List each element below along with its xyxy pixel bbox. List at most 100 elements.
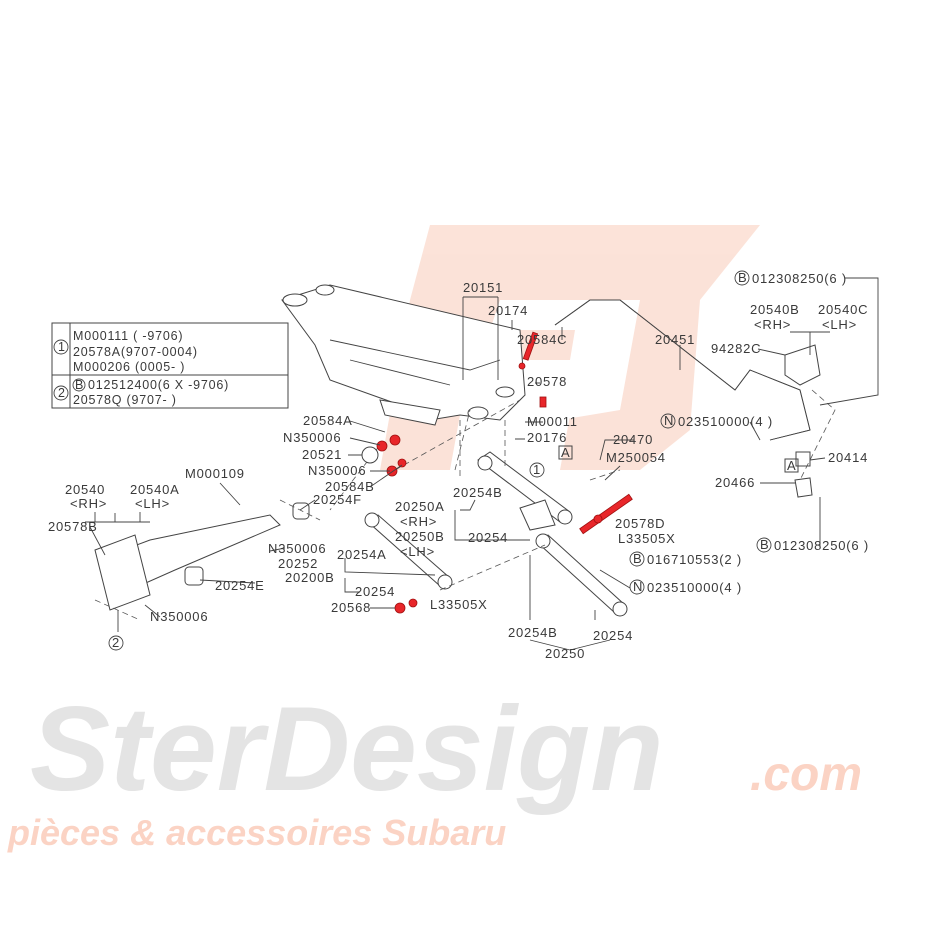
legend-line: M000206 (0005- ): [73, 360, 185, 374]
label-20254B: 20254B: [453, 485, 503, 500]
label-lh: <LH>: [135, 496, 170, 511]
b-marker: B: [760, 537, 769, 552]
label-20254: 20254: [355, 584, 395, 599]
label-M250054: M250054: [606, 450, 666, 465]
label-20540B: 20540B: [750, 302, 800, 317]
label-20540A: 20540A: [130, 482, 180, 497]
n-circle-icon: [629, 579, 645, 595]
label-L33505X: L33505X: [430, 597, 488, 612]
label-20252: 20252: [278, 556, 318, 571]
ref-2-icon: [53, 385, 69, 401]
label-20200B: 20200B: [285, 570, 335, 585]
washer-L33505X: [593, 514, 603, 524]
legend-prefix: B: [75, 378, 84, 392]
legend-line: 012512400(6 X -9706): [88, 378, 229, 392]
label-rh: <RH>: [70, 496, 107, 511]
label-20578D: 20578D: [615, 516, 665, 531]
b-circle-icon: [756, 537, 772, 553]
washer-20584C: [518, 362, 526, 370]
label-20466: 20466: [715, 475, 755, 490]
label-20250B: 20250B: [395, 529, 445, 544]
label-N350006: N350006: [150, 609, 208, 624]
box-a-left: A: [561, 445, 570, 460]
label-20254F: 20254F: [313, 492, 362, 507]
ref-1-label: 1: [533, 462, 541, 477]
label-20151: 20151: [463, 280, 503, 295]
box-a-right: A: [787, 458, 796, 473]
label-20254E: 20254E: [215, 578, 265, 593]
b-circle-icon: [629, 551, 645, 567]
b-marker: B: [633, 551, 642, 566]
label-N350006: N350006: [283, 430, 341, 445]
label-20254A: 20254A: [337, 547, 387, 562]
lateral-links: [364, 451, 628, 617]
label-L33505X: L33505X: [618, 531, 676, 546]
washer-20584B: [397, 458, 407, 468]
label-20254B: 20254B: [508, 625, 558, 640]
watermark-logo: [380, 225, 760, 470]
stabilizer-bracket: [784, 344, 836, 498]
label-94282C: 94282C: [711, 341, 761, 356]
b-marker: B: [738, 270, 747, 285]
label-20254: 20254: [468, 530, 508, 545]
legend-line: 20578Q (9707- ): [73, 393, 177, 407]
crossmember: [281, 284, 526, 426]
bolt-20578D: [579, 493, 633, 535]
label-20578B: 20578B: [48, 519, 98, 534]
label-20250: 20250: [545, 646, 585, 661]
legend-table: 1 M000111 ( -9706) 20578A(9707-0004) M00…: [51, 322, 289, 409]
label-20414: 20414: [828, 450, 868, 465]
label-N350006: N350006: [268, 541, 326, 556]
washer-20584A: [389, 434, 401, 446]
label-20584C: 20584C: [517, 332, 567, 347]
label-20568: 20568: [331, 600, 371, 615]
label-bolt-016710553: 016710553(2 ): [647, 552, 742, 567]
nut-N350006: [376, 440, 388, 452]
legend-marker-2: 2: [58, 386, 66, 400]
legend-line: M000111 ( -9706): [73, 329, 183, 343]
label-20578: 20578: [527, 374, 567, 389]
label-20470: 20470: [613, 432, 653, 447]
label-nut-023510000-bottom: 023510000(4 ): [647, 580, 742, 595]
label-20176: 20176: [527, 430, 567, 445]
label-bolt-012308250-bottom: 012308250(6 ): [774, 538, 869, 553]
n-circle-icon: [660, 413, 676, 429]
ref-2-label: 2: [112, 635, 120, 650]
nut-20568: [394, 602, 406, 614]
label-20521: 20521: [302, 447, 342, 462]
part-labels: 20151 20174 20584C 20578 M00011 20176 20…: [48, 270, 869, 661]
label-rh: <RH>: [400, 514, 437, 529]
n-marker: N: [633, 579, 643, 594]
label-20250A: 20250A: [395, 499, 445, 514]
label-nut-023510000-top: 023510000(4 ): [678, 414, 773, 429]
label-20540C: 20540C: [818, 302, 868, 317]
b-circle-icon: [734, 270, 750, 286]
label-20254: 20254: [593, 628, 633, 643]
ref-2-icon: [108, 635, 124, 651]
legend-marker-1: 1: [58, 340, 66, 354]
label-N350006: N350006: [308, 463, 366, 478]
highlighted-parts: [376, 331, 633, 614]
bushing-20521: [361, 446, 379, 464]
label-20451: 20451: [655, 332, 695, 347]
label-20174: 20174: [488, 303, 528, 318]
b-circle-icon: [72, 378, 86, 392]
label-lh: <LH>: [400, 544, 435, 559]
label-20540: 20540: [65, 482, 105, 497]
ref-1-icon: [529, 462, 545, 478]
label-bolt-012308250-top: 012308250(6 ): [752, 271, 847, 286]
label-M00011: M00011: [527, 414, 578, 429]
watermark-domain: .com: [750, 748, 862, 801]
watermark-tagline: pièces & accessoires Subaru: [7, 812, 506, 853]
label-20584B: 20584B: [325, 479, 375, 494]
watermark-brand: SterDesign: [30, 682, 664, 816]
label-20584A: 20584A: [303, 413, 353, 428]
washer-L33505X: [408, 598, 418, 608]
label-lh: <LH>: [822, 317, 857, 332]
n-marker: N: [664, 413, 674, 428]
bolt-M00011: [539, 396, 547, 408]
label-M000109: M000109: [185, 466, 245, 481]
legend-line: 20578A(9707-0004): [73, 345, 198, 359]
